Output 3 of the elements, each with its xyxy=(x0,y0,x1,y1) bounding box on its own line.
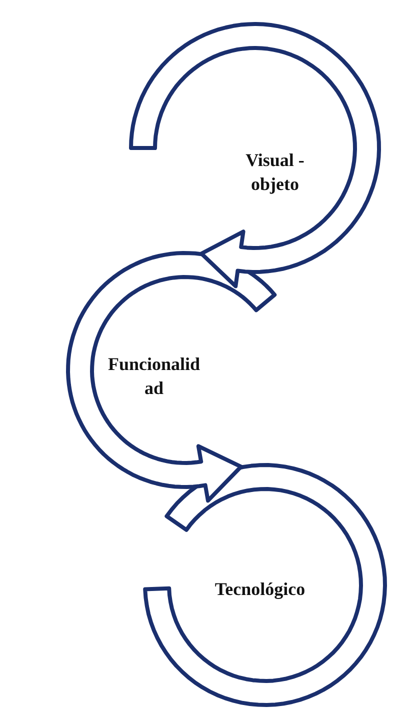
stage-label: Visual - objeto xyxy=(230,148,320,197)
stage-label: Funcionalid ad xyxy=(100,352,208,401)
stage-label: Tecnológico xyxy=(185,577,335,602)
